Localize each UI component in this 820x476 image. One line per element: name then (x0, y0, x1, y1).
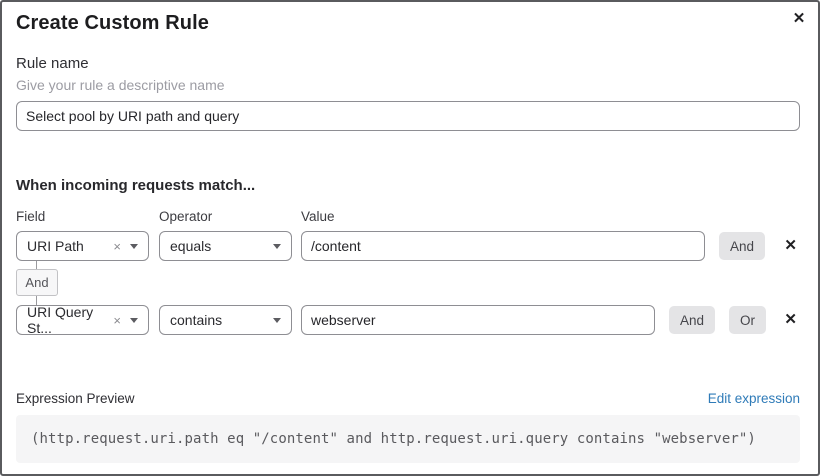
add-and-condition-button[interactable]: And (719, 232, 766, 260)
connector-line (36, 296, 37, 305)
rule-name-input[interactable] (16, 101, 800, 131)
remove-row-icon[interactable]: ✕ (784, 237, 797, 254)
field-select-value: URI Query St... (27, 304, 94, 336)
value-column-label: Value (301, 209, 335, 224)
expression-preview-label: Expression Preview (16, 391, 135, 406)
connector-line (36, 261, 37, 269)
remove-row-icon[interactable]: ✕ (784, 311, 797, 328)
expression-preview-box: (http.request.uri.path eq "/content" and… (16, 415, 800, 463)
field-column-label: Field (16, 209, 46, 224)
chevron-down-icon (130, 243, 138, 249)
page-title: Create Custom Rule (16, 12, 209, 34)
operator-select[interactable]: equals (159, 231, 292, 261)
value-input[interactable] (301, 231, 705, 261)
condition-row: URI Query St... × contains And Or ✕ (16, 304, 800, 336)
field-select[interactable]: URI Query St... × (16, 304, 149, 336)
operator-select[interactable]: contains (159, 305, 292, 335)
clear-icon[interactable]: × (113, 312, 121, 328)
condition-row: URI Path × equals And ✕ (16, 231, 800, 261)
chevron-down-icon (273, 317, 281, 323)
condition-column-labels: Field Operator Value (16, 209, 796, 224)
operator-column-label: Operator (159, 209, 213, 224)
connector-and-toggle[interactable]: And (16, 269, 58, 296)
clear-icon[interactable]: × (113, 238, 121, 254)
rule-name-helper: Give your rule a descriptive name (16, 77, 225, 93)
add-and-condition-button[interactable]: And (669, 306, 716, 334)
operator-select-value: equals (170, 238, 212, 254)
field-select-value: URI Path (27, 238, 84, 254)
field-select[interactable]: URI Path × (16, 231, 149, 261)
operator-select-value: contains (170, 312, 223, 328)
chevron-down-icon (130, 317, 138, 323)
expression-code: (http.request.uri.path eq "/content" and… (31, 431, 756, 447)
chevron-down-icon (273, 243, 281, 249)
value-input[interactable] (301, 305, 655, 335)
edit-expression-link[interactable]: Edit expression (707, 391, 800, 406)
rule-name-label: Rule name (16, 55, 89, 72)
condition-connector: And (16, 261, 800, 305)
close-icon[interactable]: ✕ (788, 8, 810, 30)
match-heading: When incoming requests match... (16, 177, 256, 194)
add-or-condition-button[interactable]: Or (729, 306, 767, 334)
